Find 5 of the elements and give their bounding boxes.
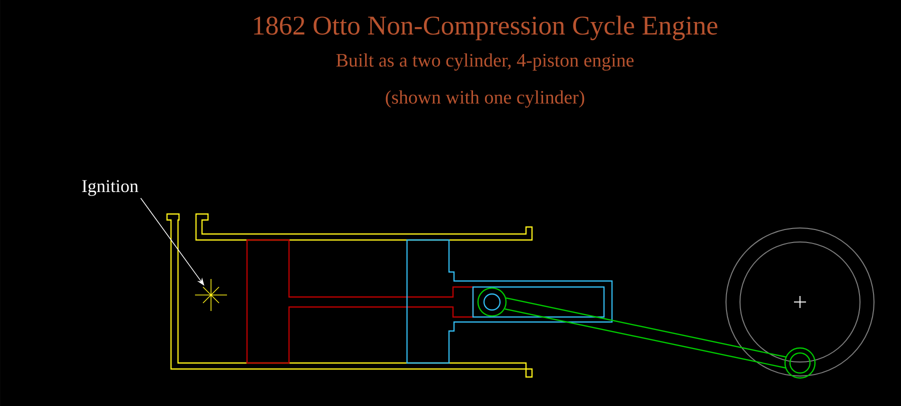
spark-symbol xyxy=(194,278,228,312)
title: 1862 Otto Non-Compression Cycle Engine xyxy=(254,16,718,40)
subtitle: (shown with one cylinder) xyxy=(386,90,584,108)
ignition-label: Ignition xyxy=(82,180,138,196)
subtitle: Built as a two cylinder, 4-piston engine xyxy=(336,53,634,71)
